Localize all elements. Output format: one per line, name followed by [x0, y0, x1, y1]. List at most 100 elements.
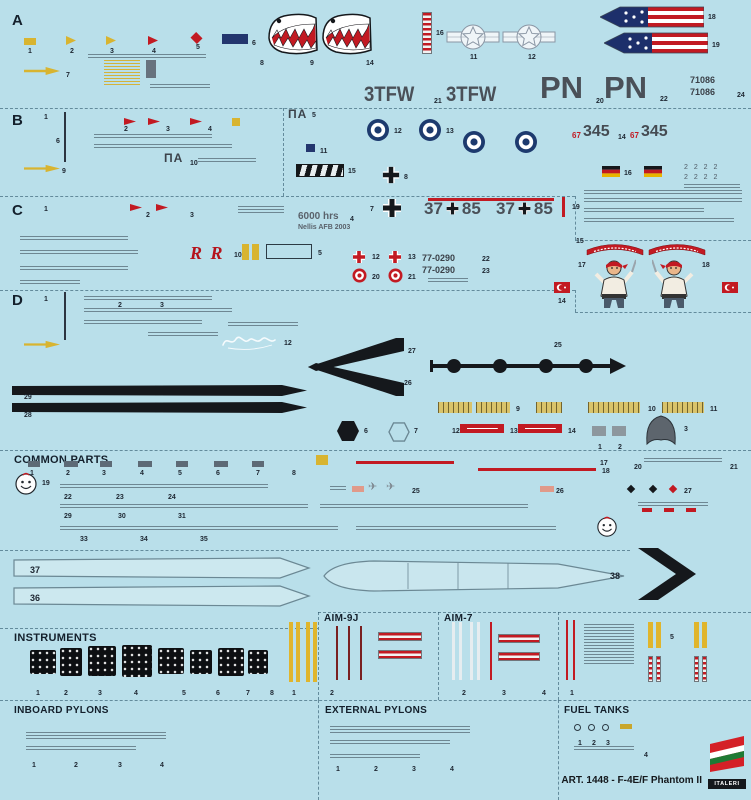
decal-number: 11 — [710, 406, 718, 413]
micro-decal — [459, 622, 462, 680]
decal-number: 23 — [482, 268, 490, 275]
stencil-text-block — [584, 190, 742, 195]
micro-decal — [124, 118, 136, 125]
divider — [575, 240, 751, 241]
stencil-text-block — [198, 158, 256, 164]
stencil-text-block — [20, 280, 80, 285]
decal-number: 30 — [118, 513, 126, 520]
decal-number: 15 — [576, 238, 584, 245]
divider — [438, 612, 439, 700]
turkish-roundel-decal — [352, 268, 367, 283]
decal-number: 2 — [330, 690, 334, 697]
stencil-text-block — [584, 198, 742, 203]
micro-decal — [490, 622, 492, 680]
decal-number: 3 — [118, 762, 122, 769]
micro-decal — [588, 402, 640, 413]
decal-number: 2 — [64, 690, 68, 697]
balkenkreuz-decal — [383, 199, 401, 217]
decal-number: 16 — [624, 170, 632, 177]
decal-number: 19 — [712, 42, 720, 49]
micro-decal — [694, 656, 699, 682]
decal-number: 5 — [312, 112, 316, 119]
instrument-panel-decal — [30, 650, 56, 674]
divider — [0, 700, 751, 701]
decal-number: 1 — [44, 206, 48, 213]
decal-number: 6 — [216, 690, 220, 697]
divider — [0, 290, 575, 291]
decal-number: 12 — [528, 54, 536, 61]
divider — [0, 108, 751, 109]
micro-decal — [498, 634, 540, 643]
decal-number: 7 — [66, 72, 70, 79]
decal-number: 12 — [452, 428, 460, 435]
decal-number: 19 — [572, 204, 580, 211]
micro-decal — [24, 164, 60, 173]
micro-decal — [664, 508, 674, 512]
serial-77-0290: 77-0290 — [422, 253, 456, 263]
decal-number: 11 — [320, 148, 328, 155]
instrument-panel-decal — [190, 650, 212, 674]
divider — [318, 612, 751, 613]
stencil-text-block — [104, 60, 140, 86]
micro-decal — [24, 340, 60, 349]
divider — [575, 290, 576, 312]
decal-number: 8 — [404, 174, 408, 181]
luft-85: 85 — [461, 199, 481, 218]
decal-number: 8 — [292, 470, 296, 477]
micro-decal — [266, 244, 312, 259]
micro-decal — [352, 486, 364, 492]
decal-number: 29 — [24, 394, 32, 401]
stencil-text-block — [330, 740, 450, 746]
micro-decal — [642, 508, 652, 512]
decal-number: 15 — [348, 168, 356, 175]
micro-decal — [540, 486, 554, 492]
micro-decal — [222, 34, 248, 44]
micro-decal — [66, 36, 76, 45]
divider — [318, 700, 319, 800]
micro-decal — [477, 622, 480, 680]
decal-number: 7 — [246, 690, 250, 697]
turkish-roundel-decal — [388, 268, 403, 283]
micro-decal — [28, 461, 40, 467]
micro-decal — [428, 198, 554, 201]
decal-number: 2 — [118, 302, 122, 309]
instrument-panel-decal — [122, 645, 152, 677]
micro-decal — [148, 118, 160, 125]
decal-number: 5 — [670, 634, 674, 641]
decal-number: 12 — [394, 128, 402, 135]
decal-number: 29 — [64, 513, 72, 520]
decal-number: 1 — [570, 690, 574, 697]
micro-decal — [252, 244, 259, 260]
luft-37: 37 — [496, 199, 515, 218]
decal-number: 9 — [516, 406, 520, 413]
micro-decal — [452, 622, 455, 680]
stencil-text-block — [330, 726, 470, 733]
micro-decal — [242, 244, 249, 260]
micro-decal — [232, 118, 240, 126]
decal-number: 1 — [36, 690, 40, 697]
decal-number: 37 — [30, 565, 41, 575]
divider — [0, 628, 318, 629]
micro-decal — [498, 652, 540, 661]
luft-85: 85 — [533, 199, 553, 218]
decal-number: 14 — [366, 60, 374, 67]
micro-decal — [566, 620, 568, 680]
micro-decal — [156, 204, 168, 211]
micro-decal — [438, 402, 472, 413]
decal-number: 1 — [336, 766, 340, 773]
micro-decal — [190, 31, 203, 45]
micro-decal — [130, 204, 142, 211]
micro-decal — [378, 650, 422, 659]
greek-code-pa: ΠΑ — [288, 107, 308, 121]
decal-number: 33 — [80, 536, 88, 543]
buzz-number-67: 67 — [572, 131, 581, 140]
italeri-flag-icon — [710, 736, 744, 772]
hours-marking: 6000 hrs — [298, 211, 339, 222]
micro-decal — [536, 402, 562, 413]
stencil-text-block — [644, 458, 722, 464]
micro-decal — [662, 402, 704, 413]
micro-decal — [648, 656, 653, 682]
micro-decal — [106, 36, 116, 45]
banner-decal — [586, 244, 644, 256]
